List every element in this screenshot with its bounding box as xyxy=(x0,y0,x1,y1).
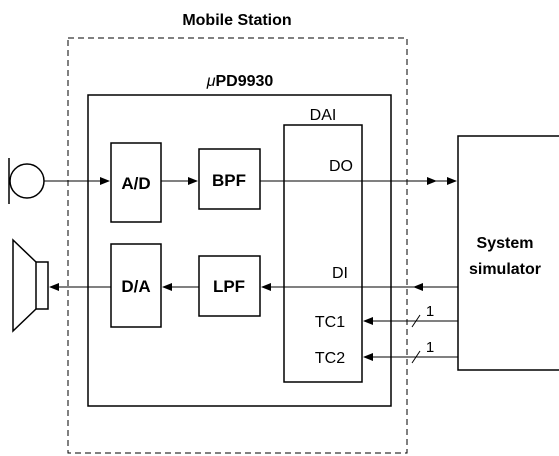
chip-title-mu: μ xyxy=(206,73,216,90)
tc1-tick xyxy=(411,314,421,328)
chip-box xyxy=(87,94,392,407)
dai-di-label: DI xyxy=(332,265,348,282)
speaker-icon xyxy=(12,238,49,333)
tc1-value: 1 xyxy=(426,303,434,320)
tc2-value: 1 xyxy=(426,339,434,356)
dai-block xyxy=(283,124,363,383)
lpf-label: LPF xyxy=(213,277,245,296)
dai-tc2-label: TC2 xyxy=(315,350,345,367)
ad-block xyxy=(110,142,162,223)
mobile-station-title: Mobile Station xyxy=(182,12,291,29)
bpf-label: BPF xyxy=(212,171,246,190)
simulator-label-line2: simulator xyxy=(469,261,541,278)
da-block xyxy=(110,243,162,328)
dai-tc1-label: TC1 xyxy=(315,314,345,331)
microphone-icon xyxy=(8,158,45,204)
bpf-block xyxy=(198,148,261,210)
chip-title-name: PD9930 xyxy=(215,73,273,90)
simulator-label-line1: System xyxy=(477,235,534,252)
mobile-station-boundary xyxy=(67,37,408,454)
lpf-block xyxy=(198,255,261,317)
dai-title: DAI xyxy=(310,107,337,124)
tc2-tick xyxy=(411,350,421,364)
da-label: D/A xyxy=(121,277,150,296)
chip-title: μPD9930 xyxy=(206,73,274,90)
ad-label: A/D xyxy=(121,174,150,193)
dai-do-label: DO xyxy=(329,158,353,175)
system-simulator-box xyxy=(457,135,559,371)
